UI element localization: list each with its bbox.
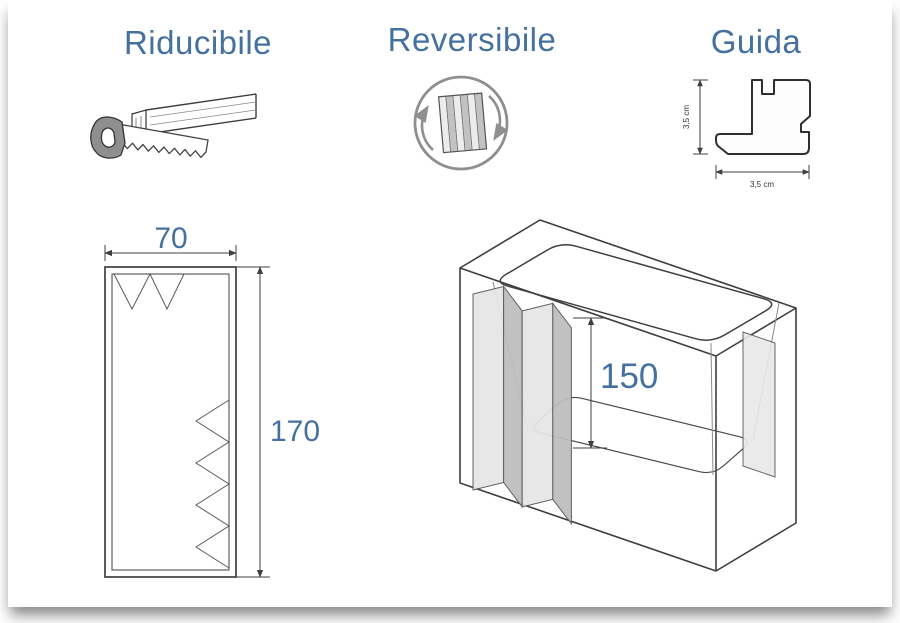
folding-panel bbox=[437, 92, 488, 154]
tub-rim bbox=[499, 244, 773, 341]
feature-title-riducibile: Riducibile bbox=[123, 24, 273, 61]
profile-height-dimension bbox=[693, 79, 708, 155]
screen-outer-frame bbox=[104, 266, 237, 578]
top-fold-zigzag bbox=[113, 272, 185, 311]
height-dimension bbox=[236, 266, 270, 578]
feature-title-guida: Guida bbox=[710, 23, 802, 60]
width-dimension-label: 70 bbox=[154, 222, 187, 255]
side-fold-zigzag bbox=[195, 399, 230, 569]
screen-inner-frame bbox=[111, 273, 230, 571]
profile-height-label: 3,5 cm bbox=[682, 105, 691, 129]
reversible-folding-panel-icon bbox=[413, 75, 509, 171]
rotate-arrow-right bbox=[488, 95, 508, 141]
width-dimension bbox=[104, 245, 237, 261]
rail-profile-outline bbox=[715, 79, 811, 155]
screen-height-dimension bbox=[573, 317, 607, 449]
screen-height-dimension-label: 150 bbox=[600, 357, 658, 396]
hand-saw-icon bbox=[90, 116, 209, 159]
fixed-end-panel bbox=[742, 331, 776, 478]
profile-width-dimension bbox=[715, 165, 810, 179]
rail-profile-cross-section-icon: 3,5 cm 3,5 cm bbox=[682, 79, 811, 189]
tub-box-outline bbox=[459, 219, 797, 572]
sheet-card: Riducibile Reversibile Guida bbox=[8, 0, 892, 607]
screen-front-view-drawing: 70 170 bbox=[104, 222, 320, 578]
profile-width-label: 3,5 cm bbox=[750, 180, 774, 189]
rail-bar bbox=[145, 93, 257, 135]
bathtub-perspective-drawing: 150 bbox=[459, 219, 797, 572]
saw-handle bbox=[90, 116, 126, 159]
saw-blade bbox=[117, 123, 209, 159]
feature-title-reversibile: Reversibile bbox=[387, 21, 557, 58]
saw-cut-rail-icon bbox=[90, 93, 257, 159]
height-dimension-label: 170 bbox=[270, 415, 320, 448]
rotate-arrow-left bbox=[414, 105, 434, 151]
accordion-screen bbox=[472, 285, 572, 526]
